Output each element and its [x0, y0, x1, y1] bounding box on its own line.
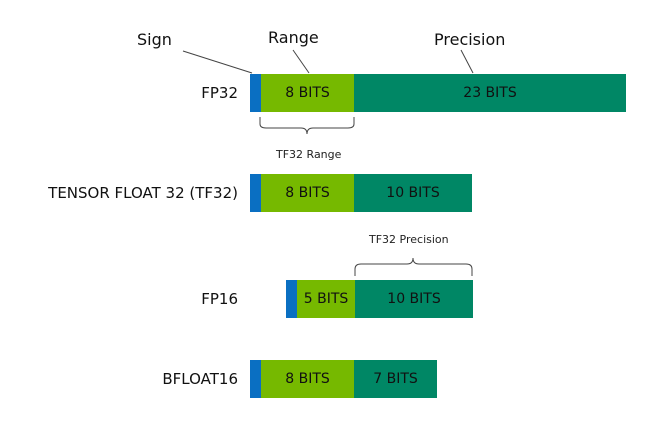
- fp32-precision-segment: 23 BITS: [354, 74, 626, 112]
- tf32-precision-label: TF32 Precision: [369, 233, 449, 246]
- precision-leader-line: [460, 49, 474, 74]
- fp16-sign-segment: [286, 280, 297, 318]
- fp16-precision-segment: 10 BITS: [355, 280, 473, 318]
- bfloat16-range-segment: 8 BITS: [261, 360, 354, 398]
- row-label-bfloat16: BFLOAT16: [162, 370, 238, 388]
- fp32-range-segment: 8 BITS: [261, 74, 354, 112]
- tf32-sign-segment: [250, 174, 261, 212]
- tf32-precision-brace: [354, 257, 473, 276]
- tf32-range-brace: [259, 117, 355, 135]
- row-label-fp16: FP16: [201, 290, 238, 308]
- tf32-range-segment: 8 BITS: [261, 174, 354, 212]
- precision-header: Precision: [434, 30, 506, 49]
- row-label-fp32: FP32: [201, 84, 238, 102]
- bfloat16-sign-segment: [250, 360, 261, 398]
- sign-header: Sign: [137, 30, 172, 49]
- tf32-range-label: TF32 Range: [276, 148, 342, 161]
- sign-leader-line: [182, 50, 253, 74]
- bfloat16-precision-segment: 7 BITS: [354, 360, 437, 398]
- row-label-tf32: TENSOR FLOAT 32 (TF32): [48, 184, 238, 202]
- tf32-precision-segment: 10 BITS: [354, 174, 472, 212]
- fp16-range-segment: 5 BITS: [297, 280, 355, 318]
- range-header: Range: [268, 28, 319, 47]
- fp32-sign-segment: [250, 74, 261, 112]
- range-leader-line: [292, 49, 310, 74]
